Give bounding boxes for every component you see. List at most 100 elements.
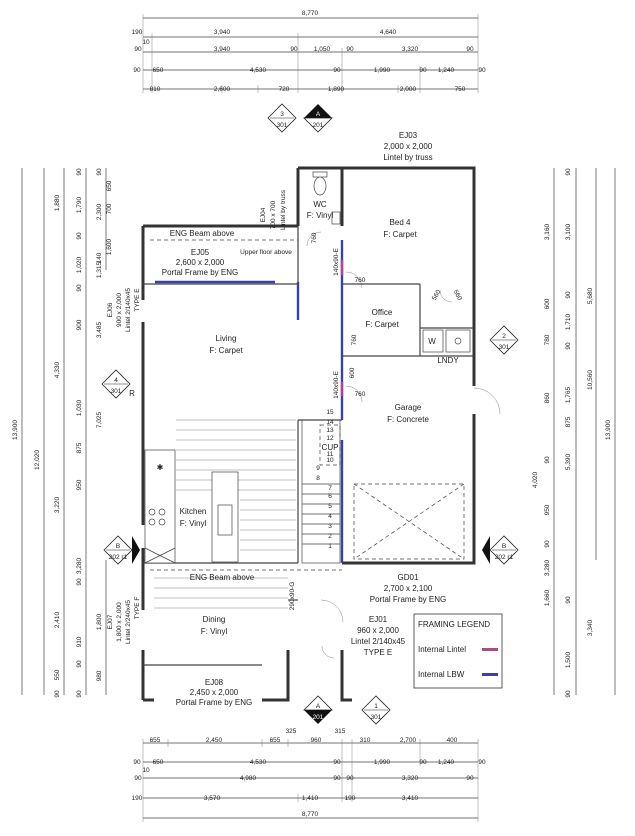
dim: 3,320 bbox=[402, 775, 419, 782]
room-name-laundry: LNDY bbox=[437, 356, 459, 365]
dim: 90 bbox=[544, 540, 551, 548]
section-marker: 3 301 bbox=[267, 103, 297, 133]
dim: 3,570 bbox=[204, 795, 221, 802]
room-labels: WC F: Vinyl Bed 4 F: Carpet Office F: Ca… bbox=[180, 200, 460, 636]
dim: 1,240 bbox=[438, 67, 455, 74]
dim: 90 bbox=[76, 690, 83, 698]
door-size-label: 760 bbox=[355, 391, 366, 398]
dim: 13,900 bbox=[605, 420, 612, 440]
dim: 1,660 bbox=[544, 589, 551, 606]
legend-label-lbw: Internal LBW bbox=[418, 670, 465, 679]
dim: 90 bbox=[333, 67, 341, 74]
dim: 315 bbox=[335, 728, 346, 735]
opening-labels: EJ03 2,000 x 2,000 Lintel by truss EJ04 … bbox=[107, 131, 446, 707]
dim: 860 bbox=[544, 392, 551, 403]
room-finish-kitchen: F: Vinyl bbox=[180, 519, 207, 528]
dim: 1,990 bbox=[374, 759, 391, 766]
dim: 3,940 bbox=[214, 29, 231, 36]
dim: 90 bbox=[76, 284, 83, 292]
eng-beam-label-top: ENG Beam above bbox=[170, 229, 235, 238]
room-name-dining: Dining bbox=[203, 615, 226, 624]
opening-ej01-note: Lintel 2/140x45 bbox=[351, 637, 406, 646]
dim: 4,980 bbox=[240, 775, 257, 782]
dim: 1,315 bbox=[96, 261, 103, 278]
dim: 90 bbox=[466, 46, 474, 53]
opening-ej05-note: Portal Frame by ENG bbox=[162, 268, 238, 277]
legend-label-lintel: Internal Lintel bbox=[418, 645, 466, 654]
opening-ej07-size: 1,800 x 2,000 bbox=[116, 602, 123, 642]
wall-type-label: 140x90-E bbox=[333, 247, 340, 275]
opening-ej08-note: Portal Frame by ENG bbox=[176, 698, 252, 707]
dim: 910 bbox=[76, 636, 83, 647]
dim: 650 bbox=[153, 67, 164, 74]
dim: 1,240 bbox=[438, 759, 455, 766]
dim: 655 bbox=[270, 737, 281, 744]
dim: 4,530 bbox=[250, 67, 267, 74]
star-icon: ✱ bbox=[157, 463, 164, 472]
svg-text:1: 1 bbox=[374, 703, 378, 710]
dim: 1,030 bbox=[76, 399, 83, 416]
legend-swatch-lintel bbox=[482, 648, 498, 651]
dim: 90 bbox=[290, 46, 298, 53]
dim: 3,280 bbox=[544, 559, 551, 576]
top-dimensions bbox=[142, 14, 479, 93]
dim: 10,560 bbox=[587, 370, 594, 390]
toilet-fixture bbox=[312, 171, 341, 225]
garage-outline bbox=[353, 483, 465, 560]
room-name-living: Living bbox=[216, 334, 237, 343]
section-marker: 4 301 bbox=[101, 369, 131, 399]
section-marker: B 202 r1 bbox=[482, 535, 519, 565]
dim: 960 bbox=[311, 737, 322, 744]
dim: 1,890 bbox=[328, 86, 345, 93]
section-marker: A 201 bbox=[303, 695, 333, 724]
washer-label: W bbox=[428, 337, 436, 346]
dim: 90 bbox=[333, 759, 341, 766]
stair-number: 14 bbox=[326, 419, 334, 426]
dim: 1,765 bbox=[565, 386, 572, 403]
dim: 10 bbox=[142, 767, 150, 774]
dim: 90 bbox=[76, 232, 83, 240]
stair-number: 2 bbox=[328, 533, 332, 540]
room-name-wc: WC bbox=[313, 200, 327, 209]
door-size-label: 560 bbox=[452, 289, 464, 302]
dim: 3,940 bbox=[214, 46, 231, 53]
dim: 1,990 bbox=[374, 67, 391, 74]
dim: 3,340 bbox=[587, 619, 594, 636]
door-size-label: 760 bbox=[311, 232, 318, 243]
dim: 190 bbox=[132, 795, 143, 802]
dim-overall-top: 8,770 bbox=[302, 10, 319, 17]
dim: 4,020 bbox=[532, 471, 539, 488]
dim: 90 bbox=[76, 578, 83, 586]
dim: 900 bbox=[76, 319, 83, 330]
opening-ej03-note: Lintel by truss bbox=[383, 153, 432, 162]
dim: 2,410 bbox=[54, 611, 61, 628]
dim: 2,700 bbox=[400, 737, 417, 744]
dim: 655 bbox=[150, 737, 161, 744]
svg-text:A: A bbox=[316, 703, 321, 710]
dim: 325 bbox=[286, 728, 297, 735]
room-name-kitchen: Kitchen bbox=[180, 507, 207, 516]
stair-number: 8 bbox=[316, 475, 320, 482]
dim: 875 bbox=[76, 442, 83, 453]
dim: 3,485 bbox=[96, 321, 103, 338]
dim: 13,900 bbox=[12, 420, 19, 440]
dim: 1,790 bbox=[76, 196, 83, 213]
opening-ej03-size: 2,000 x 2,000 bbox=[384, 142, 433, 151]
dim: 720 bbox=[279, 86, 290, 93]
dim: 3,100 bbox=[565, 223, 572, 240]
dim: 90 bbox=[133, 759, 141, 766]
opening-ej06-id: EJ06 bbox=[107, 302, 114, 317]
opening-ej06-size: 900 x 2,000 bbox=[116, 293, 123, 327]
dim: 5,390 bbox=[565, 453, 572, 470]
door-size-label: 760 bbox=[355, 277, 366, 284]
svg-text:4: 4 bbox=[114, 377, 118, 384]
dim: 3,160 bbox=[544, 223, 551, 240]
stair-number: 1 bbox=[328, 543, 332, 550]
dim: 950 bbox=[544, 504, 551, 515]
dim: 1,500 bbox=[565, 651, 572, 668]
opening-gd01-note: Portal Frame by ENG bbox=[370, 595, 446, 604]
section-marker: 1 301 bbox=[361, 695, 391, 725]
dim: 810 bbox=[150, 86, 161, 93]
dim: 700 bbox=[106, 203, 113, 214]
dim: 1,410 bbox=[302, 795, 319, 802]
